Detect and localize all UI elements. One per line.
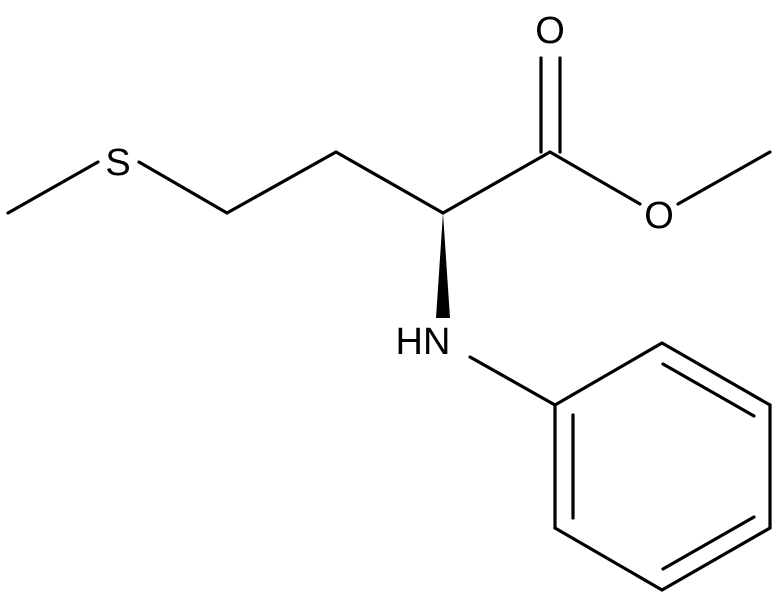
bond-nitrogen-phenyl (468, 355, 557, 407)
ester-oxygen-label: O (644, 195, 674, 237)
bond-alpha-carbonyl (441, 150, 552, 215)
bond-ch2-alpha-carbon (334, 150, 445, 215)
carbonyl-oxygen-label: O (535, 10, 565, 52)
sulfur-atom-label: S (105, 142, 130, 184)
phenyl-ring (553, 341, 772, 592)
amine-label: HN (396, 321, 451, 363)
bond-carbonyl-ester-oxygen (548, 150, 642, 206)
bond-sulfur-ch2 (137, 160, 229, 215)
bond-methyl-sulfur (6, 160, 100, 215)
stereo-wedge-bond (436, 213, 450, 318)
bond-ch2-ch2 (225, 150, 338, 215)
bond-ester-oxygen-methyl (676, 150, 772, 206)
